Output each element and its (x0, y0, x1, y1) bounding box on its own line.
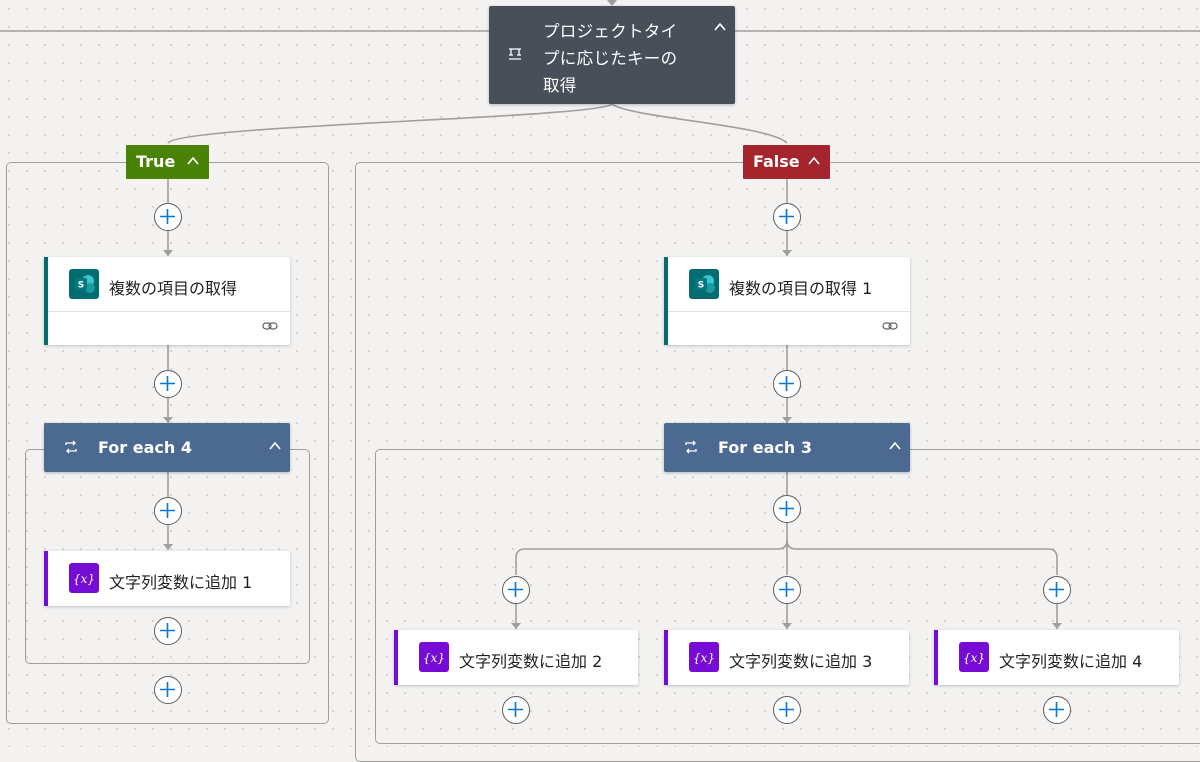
plus-icon (779, 582, 794, 597)
add-step-button[interactable] (773, 696, 801, 724)
card-divider (668, 311, 910, 312)
variable-icon: {x} (419, 642, 449, 672)
append-variable-3-card[interactable]: {x} 文字列変数に追加 3 (664, 630, 909, 685)
svg-text:{x}: {x} (963, 651, 985, 665)
loop-icon (685, 440, 697, 454)
append-variable-1-card[interactable]: {x} 文字列変数に追加 1 (44, 551, 290, 606)
plus-icon (160, 376, 175, 391)
action-label: 複数の項目の取得 1 (729, 279, 873, 298)
append-variable-4-card[interactable]: {x} 文字列変数に追加 4 (934, 630, 1179, 685)
plus-icon (779, 209, 794, 224)
condition-card[interactable]: プロジェクトタイプに応じたキーの取得 (489, 6, 735, 104)
card-accent-bar (44, 551, 48, 606)
condition-title: プロジェクトタイプに応じたキーの取得 (543, 22, 678, 95)
add-step-button[interactable] (502, 576, 530, 604)
condition-icon (509, 48, 521, 60)
add-step-button[interactable] (502, 696, 530, 724)
plus-icon (160, 623, 175, 638)
action-label: 文字列変数に追加 3 (729, 652, 873, 671)
svg-text:S: S (78, 281, 84, 291)
plus-icon (508, 702, 523, 717)
card-divider (48, 311, 290, 312)
foreach-label: For each 3 (718, 438, 812, 457)
svg-text:{x}: {x} (73, 572, 95, 586)
action-label: 文字列変数に追加 1 (109, 573, 253, 592)
plus-icon (779, 501, 794, 516)
false-get-items-card[interactable]: S 複数の項目の取得 1 (664, 257, 910, 345)
variable-icon: {x} (689, 642, 719, 672)
sharepoint-icon: S (69, 269, 99, 299)
add-step-button[interactable] (154, 370, 182, 398)
svg-text:{x}: {x} (423, 651, 445, 665)
add-step-button[interactable] (1043, 696, 1071, 724)
plus-icon (779, 376, 794, 391)
add-step-button[interactable] (773, 370, 801, 398)
chevron-up-icon[interactable] (713, 20, 727, 34)
svg-text:{x}: {x} (693, 651, 715, 665)
plus-icon (160, 682, 175, 697)
add-step-button[interactable] (154, 203, 182, 231)
variable-icon: {x} (69, 563, 99, 593)
card-accent-bar (44, 257, 48, 345)
foreach-4-header[interactable]: For each 4 (44, 423, 290, 472)
foreach-label: For each 4 (98, 438, 192, 457)
append-variable-2-card[interactable]: {x} 文字列変数に追加 2 (394, 630, 638, 685)
chevron-up-icon[interactable] (888, 439, 902, 453)
chevron-up-icon[interactable] (268, 439, 282, 453)
action-label: 文字列変数に追加 2 (459, 652, 603, 671)
add-step-button[interactable] (773, 495, 801, 523)
plus-icon (1049, 702, 1064, 717)
false-branch-text: False (753, 152, 800, 171)
link-icon (882, 322, 898, 330)
plus-icon (779, 702, 794, 717)
chevron-up-icon[interactable] (807, 154, 821, 168)
sharepoint-icon: S (689, 269, 719, 299)
plus-icon (508, 582, 523, 597)
chevron-up-icon[interactable] (186, 154, 200, 168)
true-branch-label[interactable]: True (126, 145, 209, 179)
add-step-button[interactable] (773, 576, 801, 604)
foreach-3-header[interactable]: For each 3 (664, 423, 910, 472)
add-step-button[interactable] (1043, 576, 1071, 604)
plus-icon (160, 503, 175, 518)
plus-icon (1049, 582, 1064, 597)
plus-icon (160, 209, 175, 224)
variable-icon: {x} (959, 642, 989, 672)
false-branch-label[interactable]: False (743, 145, 830, 179)
action-label: 文字列変数に追加 4 (999, 652, 1143, 671)
link-icon (262, 322, 278, 330)
action-label: 複数の項目の取得 (109, 279, 238, 298)
card-accent-bar (394, 630, 398, 685)
svg-text:S: S (698, 281, 704, 291)
add-step-button[interactable] (154, 617, 182, 645)
add-step-button[interactable] (154, 676, 182, 704)
card-accent-bar (664, 630, 668, 685)
true-get-items-card[interactable]: S 複数の項目の取得 (44, 257, 290, 345)
card-accent-bar (934, 630, 938, 685)
card-accent-bar (664, 257, 668, 345)
loop-icon (65, 440, 77, 454)
true-branch-text: True (136, 152, 176, 171)
add-step-button[interactable] (154, 497, 182, 525)
add-step-button[interactable] (773, 203, 801, 231)
